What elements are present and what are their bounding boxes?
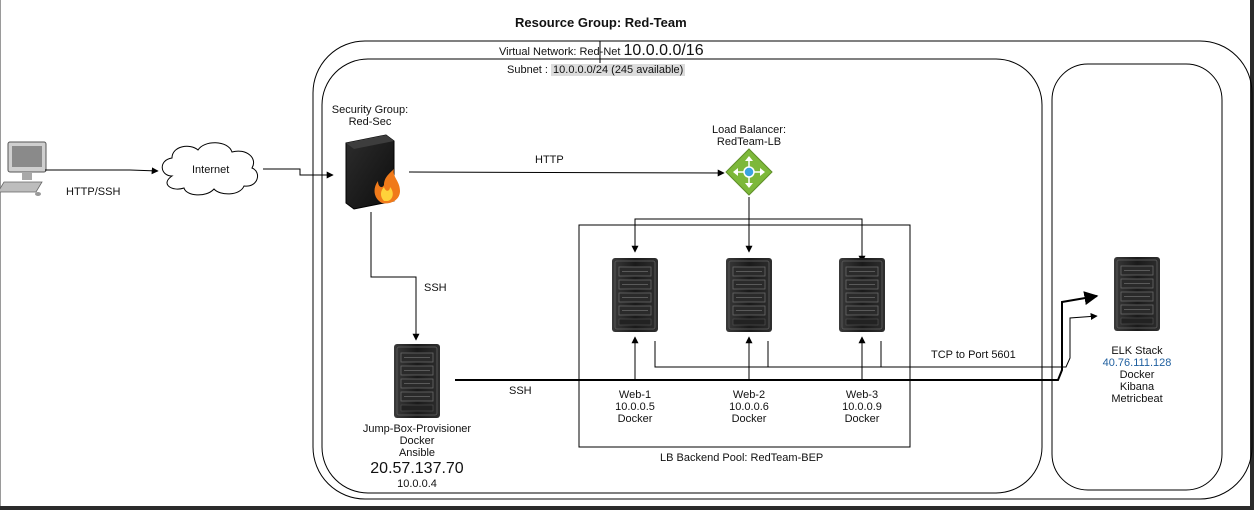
web-1-label: Web-1 10.0.0.5 Docker xyxy=(600,389,670,425)
virtual-network-boundary xyxy=(321,58,1043,494)
web-2-ip: 10.0.0.6 xyxy=(729,401,769,413)
load-balancer-line1: Load Balancer: xyxy=(712,124,786,136)
elk-kibana: Kibana xyxy=(1119,381,1155,393)
elk-docker: Docker xyxy=(1119,369,1155,381)
jump-box-private-ip: 10.0.0.4 xyxy=(397,478,437,490)
client-protocols-label: HTTP/SSH xyxy=(66,186,121,198)
jump-box-ansible: Ansible xyxy=(398,447,436,459)
web-2-label: Web-2 10.0.0.6 Docker xyxy=(714,389,784,425)
security-group-label: Security Group: Red-Sec xyxy=(325,104,415,128)
vnet-cidr: 10.0.0.0/16 xyxy=(623,42,704,59)
http-connection-label: HTTP xyxy=(535,154,564,166)
vnet-label: Virtual Network: Red-Net 10.0.0.0/16 xyxy=(499,42,704,60)
resource-group-title: Resource Group: Red-Team xyxy=(515,15,687,30)
server-rack-icon-web-2 xyxy=(725,257,773,333)
web-3-name: Web-3 xyxy=(845,389,879,401)
jump-box-docker: Docker xyxy=(399,435,435,447)
jump-box-label: Jump-Box-Provisioner Docker Ansible 20.5… xyxy=(362,423,472,490)
jump-box-name: Jump-Box-Provisioner xyxy=(362,423,472,435)
subnet-label: Subnet : 10.0.0.0/24 (245 available) xyxy=(507,64,686,76)
subnet-caption: Subnet : xyxy=(507,64,548,76)
load-balancer-label: Load Balancer: RedTeam-LB xyxy=(704,124,794,148)
ssh-jumpbox-connection-label: SSH xyxy=(509,385,532,397)
subnet-value: 10.0.0.0/24 (245 available) xyxy=(551,64,686,76)
vnet-name: Virtual Network: Red-Net xyxy=(499,46,621,58)
elk-ip: 40.76.111.128 xyxy=(1102,357,1172,369)
server-rack-icon-elk xyxy=(1113,256,1161,332)
web-2-name: Web-2 xyxy=(732,389,766,401)
ssh-firewall-connection-label: SSH xyxy=(424,282,447,294)
desktop-computer-icon xyxy=(0,141,47,196)
tcp-connection-label: TCP to Port 5601 xyxy=(931,349,1016,361)
window-frame-left xyxy=(0,0,1,510)
web-3-role: Docker xyxy=(844,413,880,425)
web-1-role: Docker xyxy=(617,413,653,425)
load-balancer-icon xyxy=(725,148,773,196)
web-3-label: Web-3 10.0.0.9 Docker xyxy=(827,389,897,425)
web-1-ip: 10.0.0.5 xyxy=(615,401,655,413)
load-balancer-name: RedTeam-LB xyxy=(716,136,782,148)
cloud-icon xyxy=(161,142,259,196)
elk-network-boundary xyxy=(1051,63,1223,491)
security-group-name: Red-Sec xyxy=(348,116,392,128)
web-2-role: Docker xyxy=(731,413,767,425)
resource-group-boundary xyxy=(312,40,1253,500)
elk-metricbeat: Metricbeat xyxy=(1111,393,1163,405)
backend-pool-boundary xyxy=(578,224,911,448)
security-group-line1: Security Group: xyxy=(331,104,409,116)
server-rack-icon-web-1 xyxy=(611,257,659,333)
server-rack-icon-web-3 xyxy=(838,257,886,333)
firewall-icon xyxy=(345,134,400,210)
server-rack-icon-jump-box xyxy=(393,343,441,419)
web-1-name: Web-1 xyxy=(618,389,652,401)
backend-pool-label: LB Backend Pool: RedTeam-BEP xyxy=(660,452,824,464)
elk-name: ELK Stack xyxy=(1111,345,1163,357)
window-frame-bottom xyxy=(0,506,1254,510)
internet-label: Internet xyxy=(192,164,230,176)
jump-box-public-ip: 20.57.137.70 xyxy=(370,460,464,477)
elk-stack-label: ELK Stack 40.76.111.128 Docker Kibana Me… xyxy=(1085,345,1189,405)
web-3-ip: 10.0.0.9 xyxy=(842,401,882,413)
